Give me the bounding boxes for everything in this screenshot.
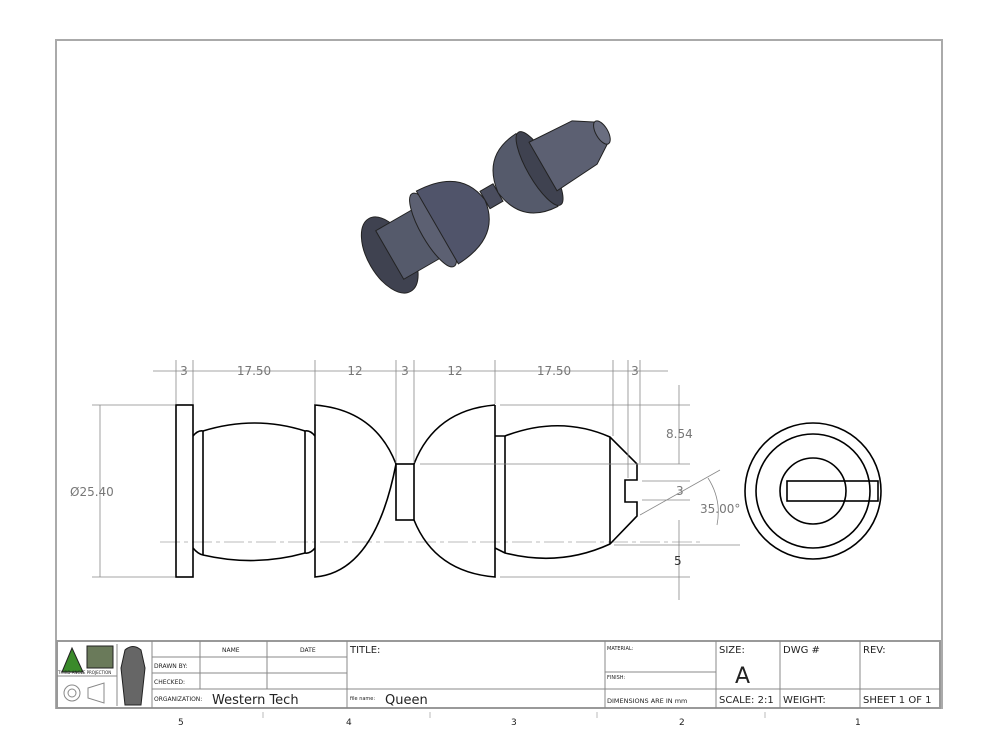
dim-neck: 3 (401, 364, 409, 378)
title-block-text: THIRD ANGLE PROJECTION NAME DATE DRAWN B… (57, 645, 932, 708)
title-label: TITLE: (349, 645, 380, 656)
rev-label: REV: (863, 645, 886, 656)
side-view: 3 17.50 12 3 12 17.50 3 Ø25.40 8.54 3 35… (70, 360, 740, 600)
dim-slot: 3 (676, 484, 684, 498)
zone-3: 3 (511, 718, 517, 728)
dim-body-1: 17.50 (237, 364, 271, 378)
sheet-border (55, 39, 943, 709)
title-block (56, 640, 941, 709)
units-note: DIMENSIONS ARE IN mm (607, 697, 687, 705)
zone-2: 2 (679, 718, 685, 728)
organization-label: ORGANIZATION: (154, 696, 202, 703)
end-view (744, 422, 882, 560)
weight-label: WEIGHT: (783, 695, 826, 706)
drawn-by-label: DRAWN BY: (154, 663, 187, 670)
projection-caption: THIRD ANGLE PROJECTION (57, 670, 111, 675)
zone-1: 1 (855, 718, 861, 728)
sheet-number: SHEET 1 OF 1 (863, 695, 932, 706)
dim-dome-2: 12 (447, 364, 462, 378)
dwg-label: DWG # (783, 645, 820, 656)
dim-dome-1: 12 (347, 364, 362, 378)
checked-label: CHECKED: (154, 679, 185, 686)
zone-4: 4 (346, 718, 352, 728)
dim-diameter: Ø25.40 (70, 485, 114, 499)
material-label: MATERIAL: (607, 646, 634, 652)
dim-tip: 3 (631, 364, 639, 378)
file-name-value: Queen (385, 693, 428, 708)
scale: SCALE: 2:1 (719, 695, 774, 706)
size-value: A (735, 664, 750, 689)
name-header: NAME (222, 647, 240, 654)
date-header: DATE (300, 647, 316, 654)
dim-5: 5 (674, 554, 682, 568)
file-name-label: file name: (350, 696, 375, 702)
dim-angle: 35.00° (700, 502, 740, 516)
zone-markers (262, 712, 766, 718)
dim-8-54: 8.54 (666, 427, 693, 441)
zone-5: 5 (178, 718, 184, 728)
organization-value: Western Tech (212, 693, 299, 708)
dim-flange-width: 3 (180, 364, 188, 378)
size-label: SIZE: (719, 645, 745, 656)
dim-body-2: 17.50 (537, 364, 571, 378)
isometric-view (360, 120, 611, 294)
finish-label: FINISH: (607, 675, 625, 681)
